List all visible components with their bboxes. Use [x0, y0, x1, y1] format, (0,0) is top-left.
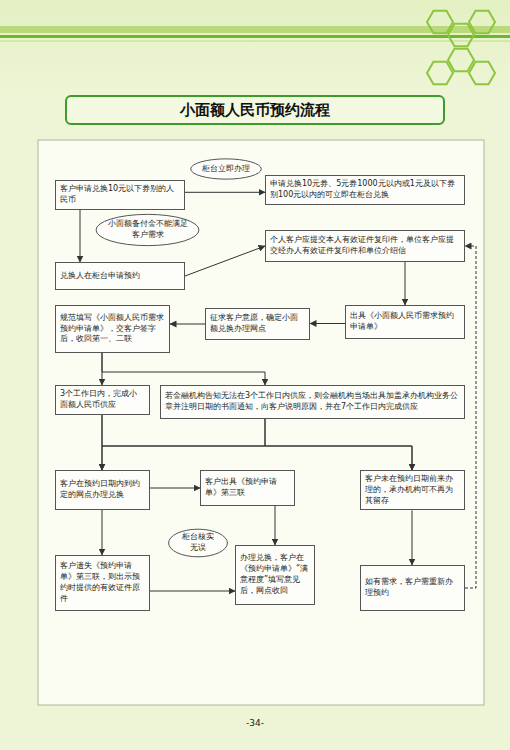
process-box: 征求客户意愿，确定小面额兑换办理网点 — [205, 308, 310, 340]
title-text: 小面额人民币预约流程 — [180, 101, 330, 120]
process-box: 若金融机构告知无法在3个工作日内供应，则金融机构当场出具加盖承办机构业务公章并注… — [160, 385, 465, 419]
note-ellipse: 柜台立即办理 — [190, 158, 262, 180]
process-box: 客户遗失《预约申请单》第三联，则出示预约时提供的有效证件原件 — [55, 555, 150, 611]
flow-arrow — [102, 415, 412, 470]
flow-arrow — [310, 323, 345, 324]
flow-arrow — [185, 246, 265, 276]
flow-arrow — [102, 510, 103, 555]
process-box: 个人客户应提交本人有效证件复印件，单位客户应提交经办人有效证件复印件和单位介绍信 — [265, 230, 465, 262]
process-box: 3个工作日内，完成小面额人民币供应 — [55, 385, 150, 415]
flow-arrow — [265, 419, 412, 470]
flow-arrow — [80, 210, 81, 262]
process-box: 办理兑换，客户在《预约申请单》“满意程度”填写意见后，网点收回 — [235, 545, 315, 605]
header-ground — [0, 0, 510, 90]
process-box: 客户申请兑换10元以下券别的人民币 — [55, 180, 185, 210]
dashed-connector — [465, 246, 476, 588]
ellipse-shape — [96, 214, 199, 245]
process-box: 客户未在预约日期前来办理的，承办机构可不再为其留存 — [360, 470, 465, 510]
hexagon — [427, 62, 453, 85]
step-text: 个人客户应提交本人有效证件复印件，单位客户应提交经办人有效证件复印件和单位介绍信 — [270, 235, 460, 257]
step-text: 征求客户意愿，确定小面额兑换办理网点 — [210, 313, 305, 335]
ellipse-shape — [169, 529, 228, 557]
hexagon — [448, 24, 474, 47]
hexagon — [427, 11, 453, 34]
note-text: 柜台立即办理 — [202, 164, 250, 175]
step-text: 申请兑换10元券、5元券1000元以内或1元及以下券别100元以内的可立即在柜台… — [270, 179, 460, 201]
flow-arrow — [275, 506, 276, 545]
step-text: 3个工作日内，完成小面额人民币供应 — [60, 389, 145, 411]
header-stripe — [0, 35, 510, 38]
note-text: 柜台核实无误 — [180, 532, 216, 554]
step-text: 兑换人在柜台申请预约 — [60, 271, 180, 282]
header-stripe — [0, 40, 510, 42]
flow-arrow — [102, 419, 265, 470]
hexagon — [469, 62, 495, 85]
title-banner: 小面额人民币预约流程 — [65, 95, 445, 125]
process-box: 兑换人在柜台申请预约 — [55, 262, 185, 290]
process-box: 出具《小面额人民币需求预约申请单》 — [345, 305, 465, 339]
process-box: 申请兑换10元券、5元券1000元以内或1元及以下券别100元以内的可立即在柜台… — [265, 175, 465, 205]
step-text: 若金融机构告知无法在3个工作日内供应，则金融机构当场出具加盖承办机构业务公章并注… — [165, 391, 460, 413]
note-text: 小面额备付金不能满足客户需求 — [107, 219, 188, 241]
step-text: 办理兑换，客户在《预约申请单》“满意程度”填写意见后，网点收回 — [240, 553, 310, 596]
flow-arrow — [405, 262, 406, 305]
step-text: 出具《小面额人民币需求预约申请单》 — [350, 311, 460, 333]
step-text: 客户未在预约日期前来办理的，承办机构可不再为其留存 — [365, 474, 460, 506]
hexagon — [469, 11, 495, 34]
note-ellipse: 小面额备付金不能满足客户需求 — [95, 213, 200, 247]
note-ellipse: 柜台核实无误 — [168, 528, 228, 558]
process-box: 规范填写《小面额人民币需求预约申请单》，交客户签字后，收回第一、二联 — [55, 305, 170, 353]
step-text: 客户遗失《预约申请单》第三联，则出示预约时提供的有效证件原件 — [60, 561, 145, 604]
process-box: 客户在预约日期内到约定的网点办理兑换 — [55, 470, 150, 510]
step-text: 客户申请兑换10元以下券别的人民币 — [60, 184, 180, 206]
process-box: 客户出具《预约申请单》第三联 — [200, 470, 295, 506]
step-text: 客户在预约日期内到约定的网点办理兑换 — [60, 479, 145, 501]
flow-arrow — [185, 192, 265, 193]
process-box: 如有需求，客户需重新办理预约 — [360, 565, 465, 611]
flow-arrow — [170, 324, 205, 325]
page-number: -34- — [225, 718, 285, 728]
flow-arrow — [150, 488, 200, 489]
flow-arrow — [412, 510, 413, 565]
ellipse-shape — [191, 159, 262, 179]
step-text: 规范填写《小面额人民币需求预约申请单》，交客户签字后，收回第一、二联 — [60, 313, 165, 345]
hexagon — [448, 49, 474, 72]
flow-arrow — [150, 591, 235, 592]
page-number-text: -34- — [225, 718, 285, 728]
step-text: 如有需求，客户需重新办理预约 — [365, 577, 460, 599]
step-text: 客户出具《预约申请单》第三联 — [205, 477, 290, 499]
flow-arrow — [102, 353, 265, 385]
flow-frame — [38, 140, 484, 705]
